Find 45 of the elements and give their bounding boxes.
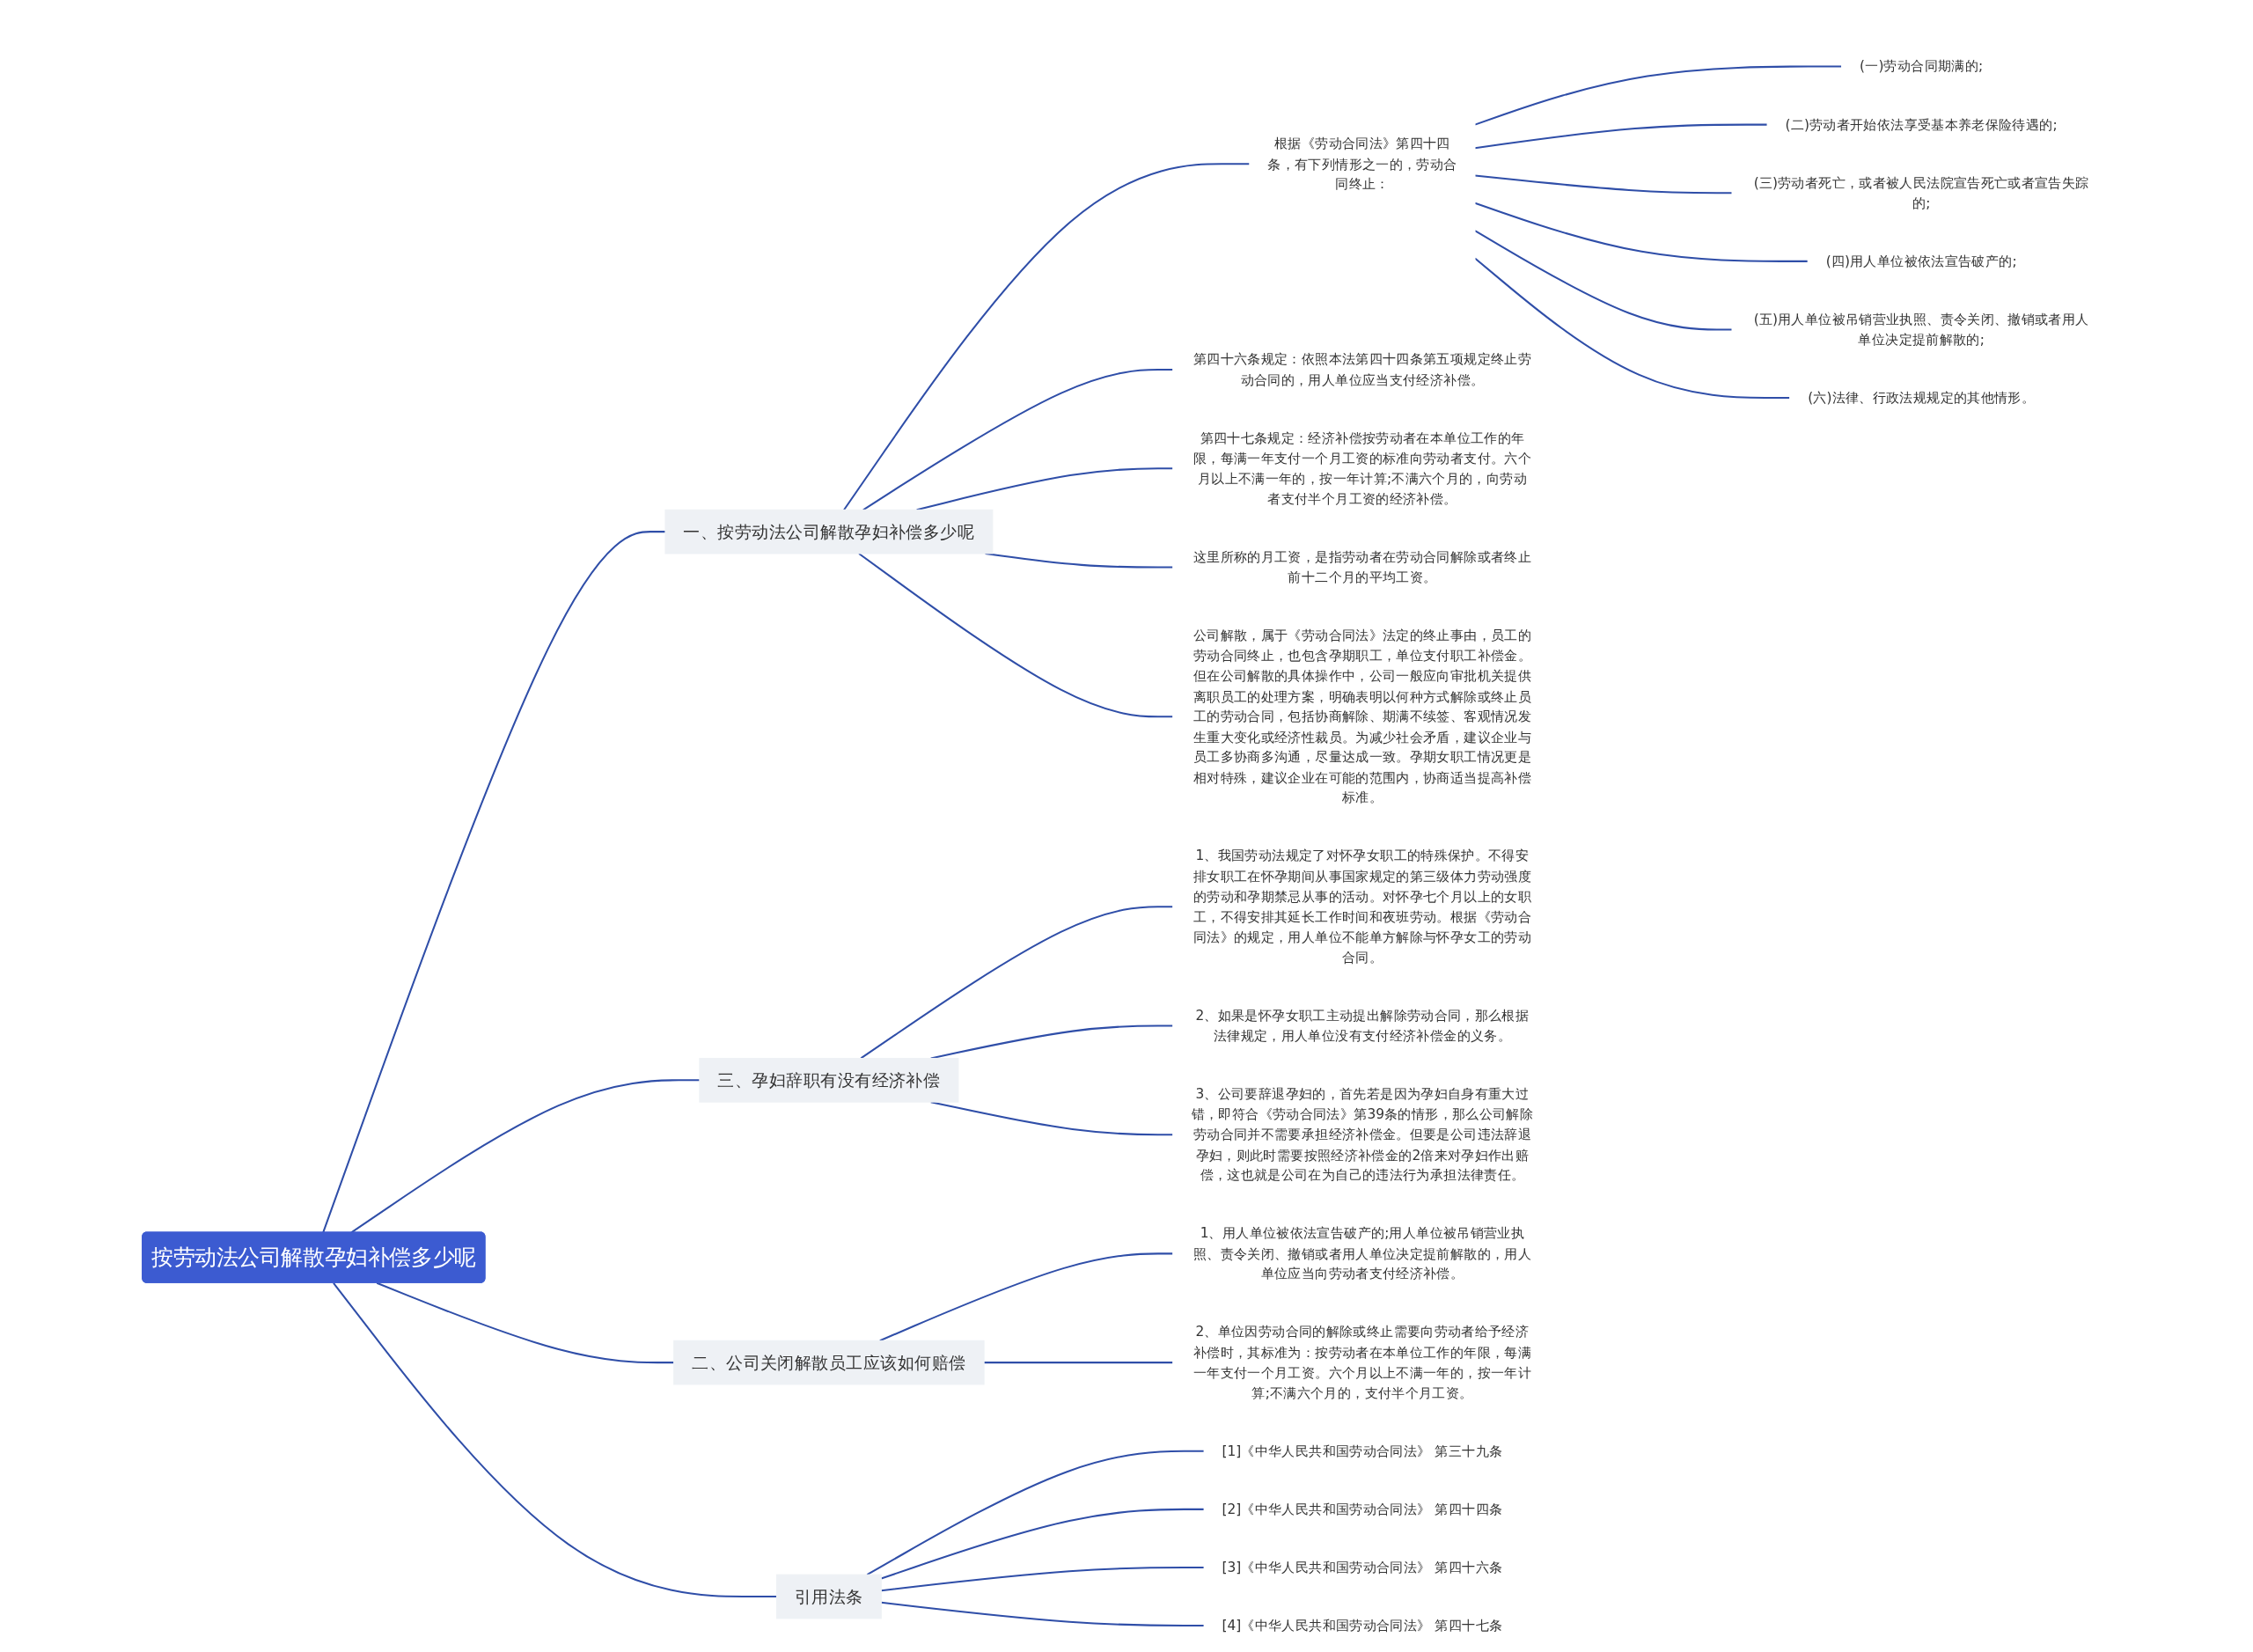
connector — [860, 906, 1173, 1060]
node-box: 一、按劳动法公司解散孕妇补偿多少呢 — [664, 509, 994, 554]
node-box: 三、孕妇辞职有没有经济补偿 — [699, 1057, 959, 1103]
connector — [984, 1362, 1173, 1364]
node-text: [3]《中华人民共和国劳动合同法》 第四十六条 — [1222, 1559, 1503, 1575]
connector — [376, 1281, 674, 1364]
node-text: 公司解散，属于《劳动合同法》法定的终止事由，员工的劳动合同终止，也包含孕期职工，单位支付职工补偿金。但在公司解散的具体操作中，公司一般应向审批机关提供离职员工的处理方案，明确表明以何种方式解除或终止员工的劳动合同，包括协商解除、期满不续签、客观情况发生重大变化或经济性裁员。为减少社会矛盾，建议企业与员工多协商多沟通，尽量达成一致。孕期女职工情况更是相对特殊，建议企业在可能的范围内，协商适当提高补偿标准。 — [1193, 627, 1532, 806]
node-text: [2]《中华人民共和国劳动合同法》 第四十四条 — [1222, 1501, 1503, 1517]
node-text: 这里所称的月工资，是指劳动者在劳动合同解除或者终止前十二个月的平均工资。 — [1193, 548, 1532, 585]
connector — [1474, 174, 1732, 195]
connector — [879, 1252, 1173, 1342]
connector — [1474, 65, 1842, 126]
node-text: 2、如果是怀孕女职工主动提出解除劳动合同，那么根据法律规定，用人单位没有支付经济补偿金的义务。 — [1195, 1007, 1530, 1044]
node-box: 引用法条 — [775, 1574, 882, 1619]
connector — [930, 1024, 1173, 1060]
node-box: 二、公司关闭解散员工应该如何赔偿 — [673, 1340, 985, 1385]
node-text: (一)劳动合同期满的; — [1860, 58, 1984, 75]
node-text: [4]《中华人民共和国劳动合同法》 第四十七条 — [1222, 1617, 1503, 1634]
connector — [862, 369, 1173, 511]
connector — [1474, 123, 1768, 150]
node-text: [1]《中华人民共和国劳动合同法》 第三十九条 — [1222, 1443, 1503, 1459]
node-text: (六)法律、行政法规规定的其他情形。 — [1808, 389, 2036, 407]
connector — [866, 1450, 1205, 1576]
connector — [916, 467, 1173, 511]
connector — [322, 531, 665, 1233]
node-text: (五)用人单位被吊销营业执照、责令关闭、撤销或者用人单位决定提前解散的; — [1753, 311, 2089, 348]
connector — [881, 1601, 1205, 1627]
node-text: 2、单位因劳动合同的解除或终止需要向劳动者给予经济补偿时，其标准为：按劳动者在本单位工作的年限，每满一年支付一个月工资。六个月以上不满一年的，按一年计算;不满六个月的，支付半个月工资。 — [1193, 1324, 1532, 1401]
node-text: 1、用人单位被依法宣告破产的;用人单位被吊销营业执照、责令关闭、撤销或者用人单位决定提前解散的，用人单位应当向劳动者支付经济补偿。 — [1193, 1224, 1532, 1282]
connector — [843, 163, 1250, 510]
node-text: 3、公司要辞退孕妇的，首先若是因为孕妇自身有重大过错，即符合《劳动合同法》第39条的情形，那么公司解除劳动合同并不需要承担经济补偿金。但要是公司违法辞退孕妇，则此时需要按照经济补偿金的2倍来对孕妇作出赔偿，这也就是公司在为自己的违法行为承担法律责任。 — [1191, 1085, 1534, 1184]
connector — [1474, 257, 1790, 400]
node-text: 1、我国劳动法规定了对怀孕女职工的特殊保护。不得安排女职工在怀孕期间从事国家规定的第三级体力劳动强度的劳动和孕期禁忌从事的活动。对怀孕七个月以上的女职工，不得安排其延长工作时间和夜班劳动。根据《劳动合同法》的规定，用人单位不能单方解除与怀孕女工的劳动合同。 — [1193, 848, 1532, 966]
node-text: (四)用人单位被依法宣告破产的; — [1825, 253, 2017, 269]
connector — [1474, 202, 1809, 262]
node-text: 根据《劳动合同法》第四十四条，有下列情形之一的，劳动合同终止： — [1267, 135, 1457, 193]
connector — [881, 1566, 1205, 1592]
node-text: 第四十六条规定：依照本法第四十四条第五项规定终止劳动合同的，用人单位应当支付经济补偿。 — [1193, 351, 1532, 388]
node-text: (三)劳动者死亡，或者被人民法院宣告死亡或者宣告失踪的; — [1753, 174, 2089, 211]
connector — [881, 1508, 1205, 1580]
node-text: (二)劳动者开始依法享受基本养老保险待遇的; — [1785, 116, 2058, 133]
node-text: 第四十七条规定：经济补偿按劳动者在本单位工作的年限，每满一年支付一个月工资的标准向劳动者支付。六个月以上不满一年的，按一年计算;不满六个月的，向劳动者支付半个月工资的经济补偿。 — [1193, 430, 1532, 507]
connector — [333, 1282, 777, 1597]
connector — [1474, 230, 1732, 331]
connector — [858, 553, 1173, 718]
